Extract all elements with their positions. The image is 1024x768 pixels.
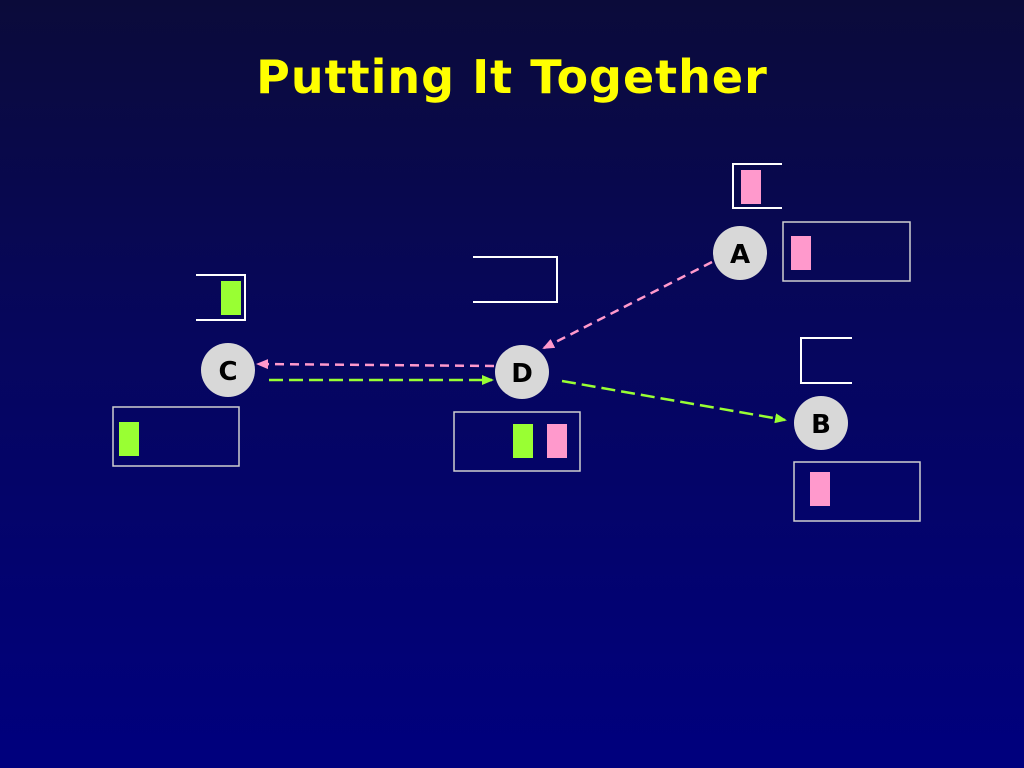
node-a-table-box bbox=[782, 221, 911, 282]
node-a-group: A bbox=[713, 163, 911, 282]
edge-d-to-b-green-arrow bbox=[561, 379, 787, 424]
node-d-circle[interactable] bbox=[495, 345, 549, 399]
node-d-queue-bracket bbox=[473, 256, 558, 303]
slide-title: Putting It Together bbox=[256, 50, 768, 104]
node-b-label: B bbox=[811, 410, 831, 440]
edge-d-to-c-pink-arrow bbox=[256, 359, 495, 370]
node-c-circle[interactable] bbox=[201, 343, 255, 397]
node-b-group: B bbox=[793, 337, 921, 522]
node-b-queue-bracket bbox=[800, 337, 852, 384]
node-d-label: D bbox=[511, 359, 533, 389]
node-b-circle[interactable] bbox=[794, 396, 848, 450]
node-c-queue-green-block bbox=[221, 281, 241, 315]
node-a-queue-pink-block bbox=[741, 170, 761, 204]
edge-a-to-d-pink-arrow bbox=[542, 260, 713, 350]
node-a-queue-bracket bbox=[732, 163, 782, 209]
node-c-table-box bbox=[112, 406, 240, 467]
node-a-circle[interactable] bbox=[713, 226, 767, 280]
node-c-queue-bracket bbox=[196, 274, 246, 321]
node-d-group: D bbox=[453, 256, 581, 472]
node-b-table-box bbox=[793, 461, 921, 522]
node-a-table-pink-block bbox=[791, 236, 811, 270]
node-c-group: C bbox=[112, 274, 255, 467]
node-d-table-pink-block bbox=[547, 424, 567, 458]
node-a-label: A bbox=[730, 240, 750, 270]
node-d-table-box bbox=[453, 411, 581, 472]
node-c-table-green-block bbox=[119, 422, 139, 456]
node-b-table-pink-block bbox=[810, 472, 830, 506]
node-d-table-green-block bbox=[513, 424, 533, 458]
node-c-label: C bbox=[218, 357, 237, 387]
